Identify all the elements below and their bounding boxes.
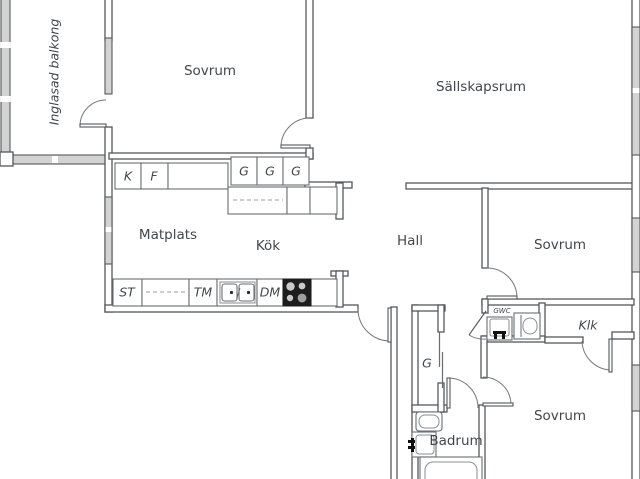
wardrobe-label-2: G <box>265 164 275 179</box>
wall-segment <box>478 404 486 479</box>
balcony-door-arc <box>79 99 107 127</box>
bathroom-faucet-foot <box>408 440 415 443</box>
room-label-living-room: Sällskapsrum <box>436 79 526 95</box>
balcony-corner-post <box>0 151 14 167</box>
bathroom-sink-basin <box>415 434 435 455</box>
room-label-hall: Hall <box>397 233 423 249</box>
room-label-balcony: Inglasad balkong <box>47 19 62 126</box>
kitchen-fixtures <box>112 156 338 307</box>
room-label-klk: Klk <box>579 318 599 333</box>
bedroom-mid-window <box>631 217 640 273</box>
stove-burner <box>297 293 307 303</box>
sink-basin <box>221 283 238 302</box>
wall-segment <box>481 298 489 314</box>
bathroom-door-arc <box>447 377 479 409</box>
room-label-bathroom: Badrum <box>429 433 482 449</box>
bedroom-bottom-door-leaf <box>482 402 514 407</box>
wardrobe-label-1: G <box>239 164 249 179</box>
kitchen-sink-icon <box>219 281 256 304</box>
window-mullion <box>105 227 112 232</box>
room-label-dining: Matplats <box>139 227 197 243</box>
gwc-fixtures <box>486 312 541 341</box>
stove-body <box>282 278 312 307</box>
appliance-label-freezer: F <box>150 169 158 184</box>
wall-segment <box>480 335 488 379</box>
balcony-glazing-left <box>0 0 11 157</box>
klk-door-arc <box>581 340 611 371</box>
sink-drain <box>246 290 251 295</box>
wardrobe-cell <box>256 156 284 186</box>
appliance-label-fridge: K <box>124 169 134 184</box>
wardrobe-cell <box>282 156 310 186</box>
stove-burner <box>298 282 306 290</box>
bedroom-balcony-window <box>104 37 113 95</box>
wall-segment <box>104 0 113 41</box>
washing-machine <box>188 278 218 307</box>
bedroom-mid-door-arc <box>486 267 518 299</box>
tall-cabinet <box>167 162 229 190</box>
window-mullion <box>0 96 11 102</box>
room-label-closet-g: G <box>422 356 432 371</box>
doors <box>79 99 613 409</box>
appliance-label-cleaning: ST <box>119 285 136 300</box>
wall-segment <box>481 298 635 306</box>
wall-segment <box>544 336 584 344</box>
wall-segment <box>411 304 446 312</box>
bathroom-fixtures <box>408 411 483 479</box>
kitchen-door-leaf <box>387 307 392 343</box>
window-mullion <box>0 42 11 48</box>
gwc-faucet <box>493 331 506 334</box>
room-label-kitchen: Kök <box>256 238 280 254</box>
room-label-gwc: GWC <box>493 307 510 315</box>
counter-section <box>286 186 311 215</box>
freezer-cabinet <box>140 162 169 190</box>
wall-segment <box>305 0 314 119</box>
stove-burner <box>286 294 294 302</box>
gwc-door-leaf <box>468 310 487 336</box>
wall-segment <box>405 182 635 190</box>
gwc-faucet-foot <box>494 334 497 339</box>
stove-icon <box>282 278 312 307</box>
klk-door-leaf <box>608 338 613 373</box>
room-label-bedroom-mid: Sovrum <box>534 237 586 253</box>
bathtub-inner <box>424 461 478 479</box>
gwc-door-arc <box>468 334 487 340</box>
counter-section <box>309 186 338 215</box>
bedroom-bottom-window <box>631 364 640 412</box>
counter-section <box>310 278 338 307</box>
cleaning-cabinet <box>112 278 143 307</box>
kitchen-door-arc <box>357 308 391 342</box>
wall-segment <box>437 304 445 333</box>
sink-drain <box>229 290 234 295</box>
bedroom-top-door-leaf <box>280 144 311 149</box>
gwc-toilet-bowl <box>522 317 538 335</box>
room-label-bedroom-bottom: Sovrum <box>534 408 586 424</box>
wardrobe-label-3: G <box>291 164 301 179</box>
bathroom-faucet <box>411 438 414 452</box>
bathroom-door-leaf <box>446 377 451 409</box>
wall-segment <box>481 187 489 269</box>
bedroom-mid-door-leaf <box>486 295 518 300</box>
bedroom-top-door-arc <box>280 117 311 148</box>
wall-segment <box>611 331 635 340</box>
bathroom-faucet-foot <box>408 446 415 449</box>
wardrobe-cell <box>230 156 258 186</box>
sink-basin <box>238 283 255 302</box>
room-label-bedroom-top: Sovrum <box>184 63 236 79</box>
bathroom-toilet-bowl <box>418 414 440 429</box>
window-mullion <box>632 88 640 93</box>
bedroom-bottom-door-arc <box>482 376 512 406</box>
appliance-label-dishwasher: DM <box>260 285 281 300</box>
labels: Inglasad balkong Sovrum Sällskapsrum Mat… <box>47 19 599 449</box>
gwc-faucet-foot <box>502 334 505 339</box>
stove-burner <box>286 282 295 291</box>
wall-segment <box>390 306 398 479</box>
appliance-label-washer: TM <box>194 285 213 300</box>
fridge-cabinet <box>114 162 142 190</box>
sink-divider <box>236 287 241 299</box>
window-mullion <box>52 156 58 163</box>
balcony-door-leaf <box>79 123 107 128</box>
